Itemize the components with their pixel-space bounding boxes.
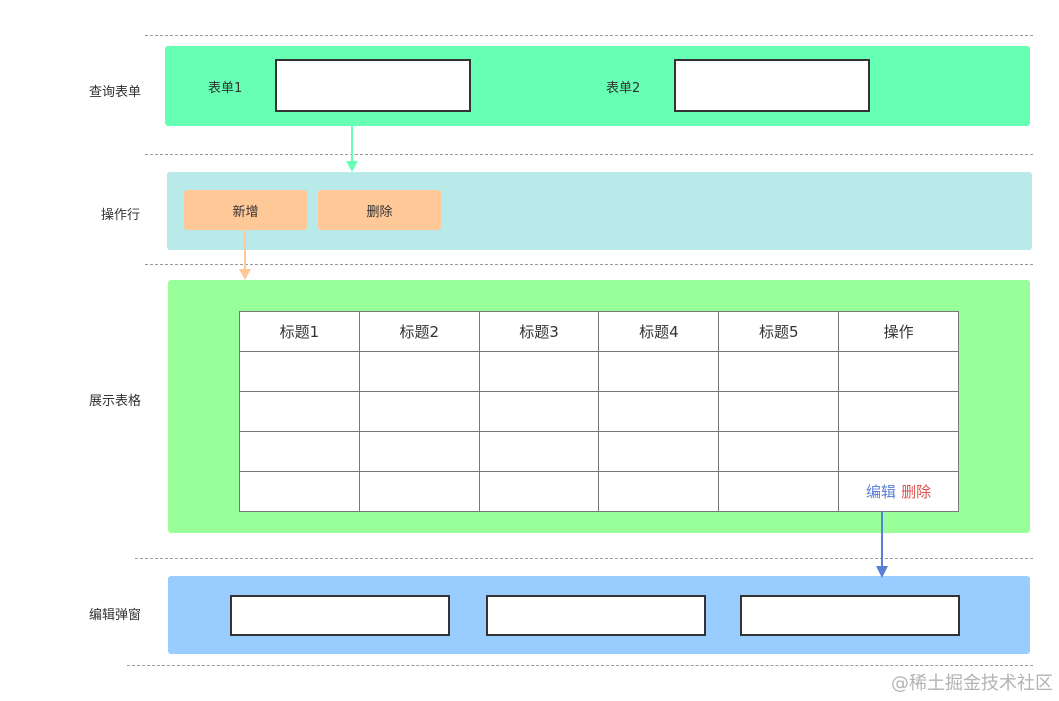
separator-top (145, 35, 1033, 36)
dialog-field-3[interactable] (740, 595, 960, 636)
add-button[interactable]: 新增 (184, 190, 307, 230)
table-cell (239, 431, 360, 472)
separator-action-table (145, 264, 1033, 265)
data-table: 标题1 标题2 标题3 标题4 标题5 操作 编辑删除 (239, 311, 959, 512)
table-cell (838, 431, 959, 472)
dialog-field-2[interactable] (486, 595, 706, 636)
table-header-row: 标题1 标题2 标题3 标题4 标题5 操作 (239, 311, 959, 352)
arrow-edit-to-dialog (876, 511, 888, 578)
table-cell (598, 391, 720, 432)
table-cell (239, 471, 360, 512)
separator-bottom (127, 665, 1033, 666)
edit-link[interactable]: 编辑 (866, 483, 897, 501)
section-label-query-form: 查询表单 (89, 85, 142, 100)
table-cell (478, 471, 600, 512)
table-cell (358, 471, 480, 512)
field2-input[interactable] (674, 59, 870, 112)
table-cell (239, 351, 360, 392)
table-cell (718, 351, 840, 392)
arrow-query-to-action (346, 126, 358, 172)
action-row-band (167, 172, 1032, 250)
table-cell (718, 471, 840, 512)
table-cell (478, 391, 600, 432)
field1-label: 表单1 (208, 81, 243, 96)
row-delete-link[interactable]: 删除 (901, 483, 932, 501)
section-label-action-row: 操作行 (101, 208, 141, 223)
delete-button[interactable]: 删除 (318, 190, 441, 230)
table-cell (478, 431, 600, 472)
table-cell (838, 391, 959, 432)
section-label-display-table: 展示表格 (89, 394, 142, 409)
separator-table-dialog (135, 558, 1033, 559)
table-row (239, 391, 959, 432)
table-header-cell: 标题1 (239, 311, 360, 352)
table-row: 编辑删除 (239, 471, 959, 512)
watermark: @稀土掘金技术社区 (891, 673, 1053, 694)
section-label-edit-dialog: 编辑弹窗 (89, 608, 142, 623)
table-header-cell: 标题3 (478, 311, 600, 352)
table-cell (598, 351, 720, 392)
table-row (239, 351, 959, 392)
separator-query-action (145, 154, 1033, 155)
table-cell (478, 351, 600, 392)
arrow-add-to-table (239, 230, 251, 280)
operations-cell: 编辑删除 (838, 471, 959, 512)
field1-input[interactable] (275, 59, 471, 112)
table-header-cell: 标题5 (718, 311, 840, 352)
field2-label: 表单2 (606, 81, 641, 96)
table-cell (718, 391, 840, 432)
dialog-field-1[interactable] (230, 595, 450, 636)
table-header-cell: 标题2 (358, 311, 480, 352)
